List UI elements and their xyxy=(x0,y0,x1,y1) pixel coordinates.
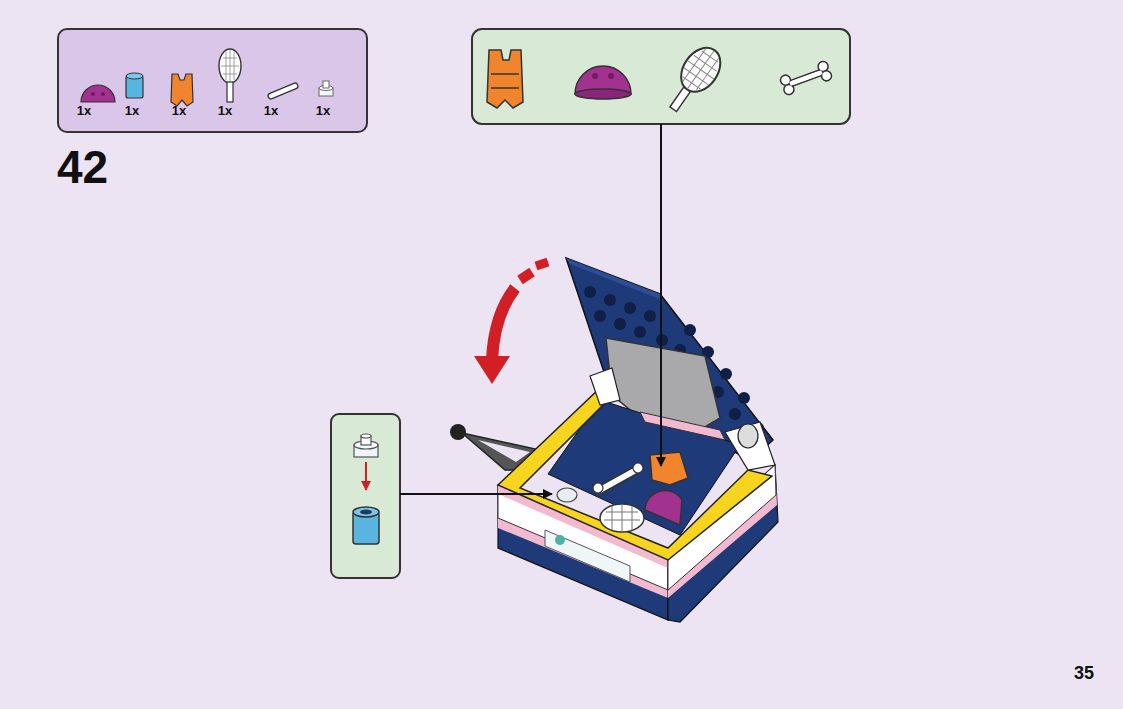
part-count: 1x xyxy=(77,103,91,118)
leader-arrow xyxy=(660,124,662,466)
stored-items xyxy=(557,452,688,532)
step-number: 42 xyxy=(57,144,108,190)
part-count: 1x xyxy=(218,103,232,118)
part-count: 1x xyxy=(125,103,139,118)
part-count: 1x xyxy=(316,103,330,118)
callout-panel xyxy=(331,414,400,578)
callout-panel xyxy=(472,29,850,124)
leader-arrow xyxy=(400,493,552,495)
rotation-arrow xyxy=(474,262,548,384)
part-count: 1x xyxy=(172,103,186,118)
page-number: 35 xyxy=(1074,664,1094,682)
part-count: 1x xyxy=(264,103,278,118)
parts-list-box: 1x 1x 1x 1x 1x 1x xyxy=(57,28,368,133)
